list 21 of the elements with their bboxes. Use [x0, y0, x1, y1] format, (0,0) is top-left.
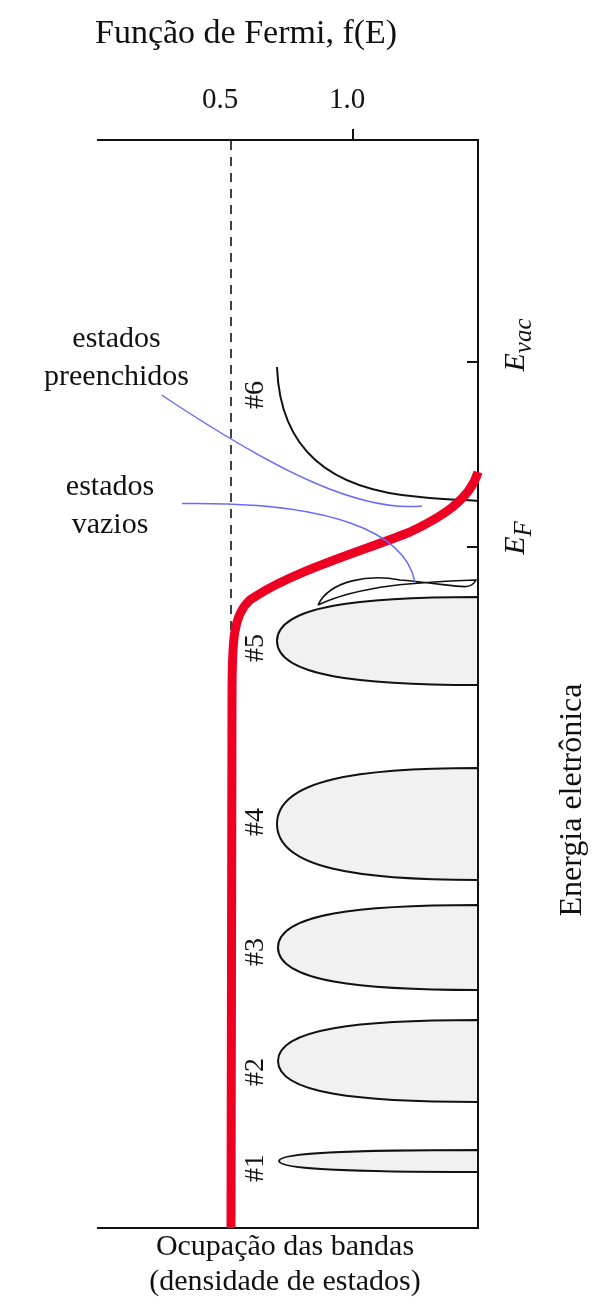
tick-label: 1.0 [329, 82, 366, 116]
axis-title: Ocupação das bandas (densidade de estados) [148, 1228, 422, 1297]
energy-band [276, 577, 479, 686]
band-number: #4 [237, 808, 270, 836]
band-number: #2 [237, 1058, 270, 1086]
energy-band [276, 366, 479, 502]
energy-band [278, 1149, 479, 1173]
band-number: #1 [237, 1154, 270, 1182]
leader-line [160, 394, 423, 508]
tick-label: 0.5 [202, 82, 239, 116]
energy-band [276, 767, 479, 881]
energy-band [277, 904, 479, 991]
axis-title: Energia eletrônica [551, 683, 589, 917]
leader-line [181, 502, 416, 583]
band-number: #3 [237, 938, 270, 966]
callout-text: estados preenchidos [14, 318, 219, 393]
energy-band [277, 1019, 479, 1103]
band-number: #5 [237, 634, 270, 662]
band-number: #6 [237, 381, 270, 409]
callout-text: estados vazios [40, 466, 180, 541]
axis-title: Função de Fermi, f(E) [95, 12, 398, 52]
